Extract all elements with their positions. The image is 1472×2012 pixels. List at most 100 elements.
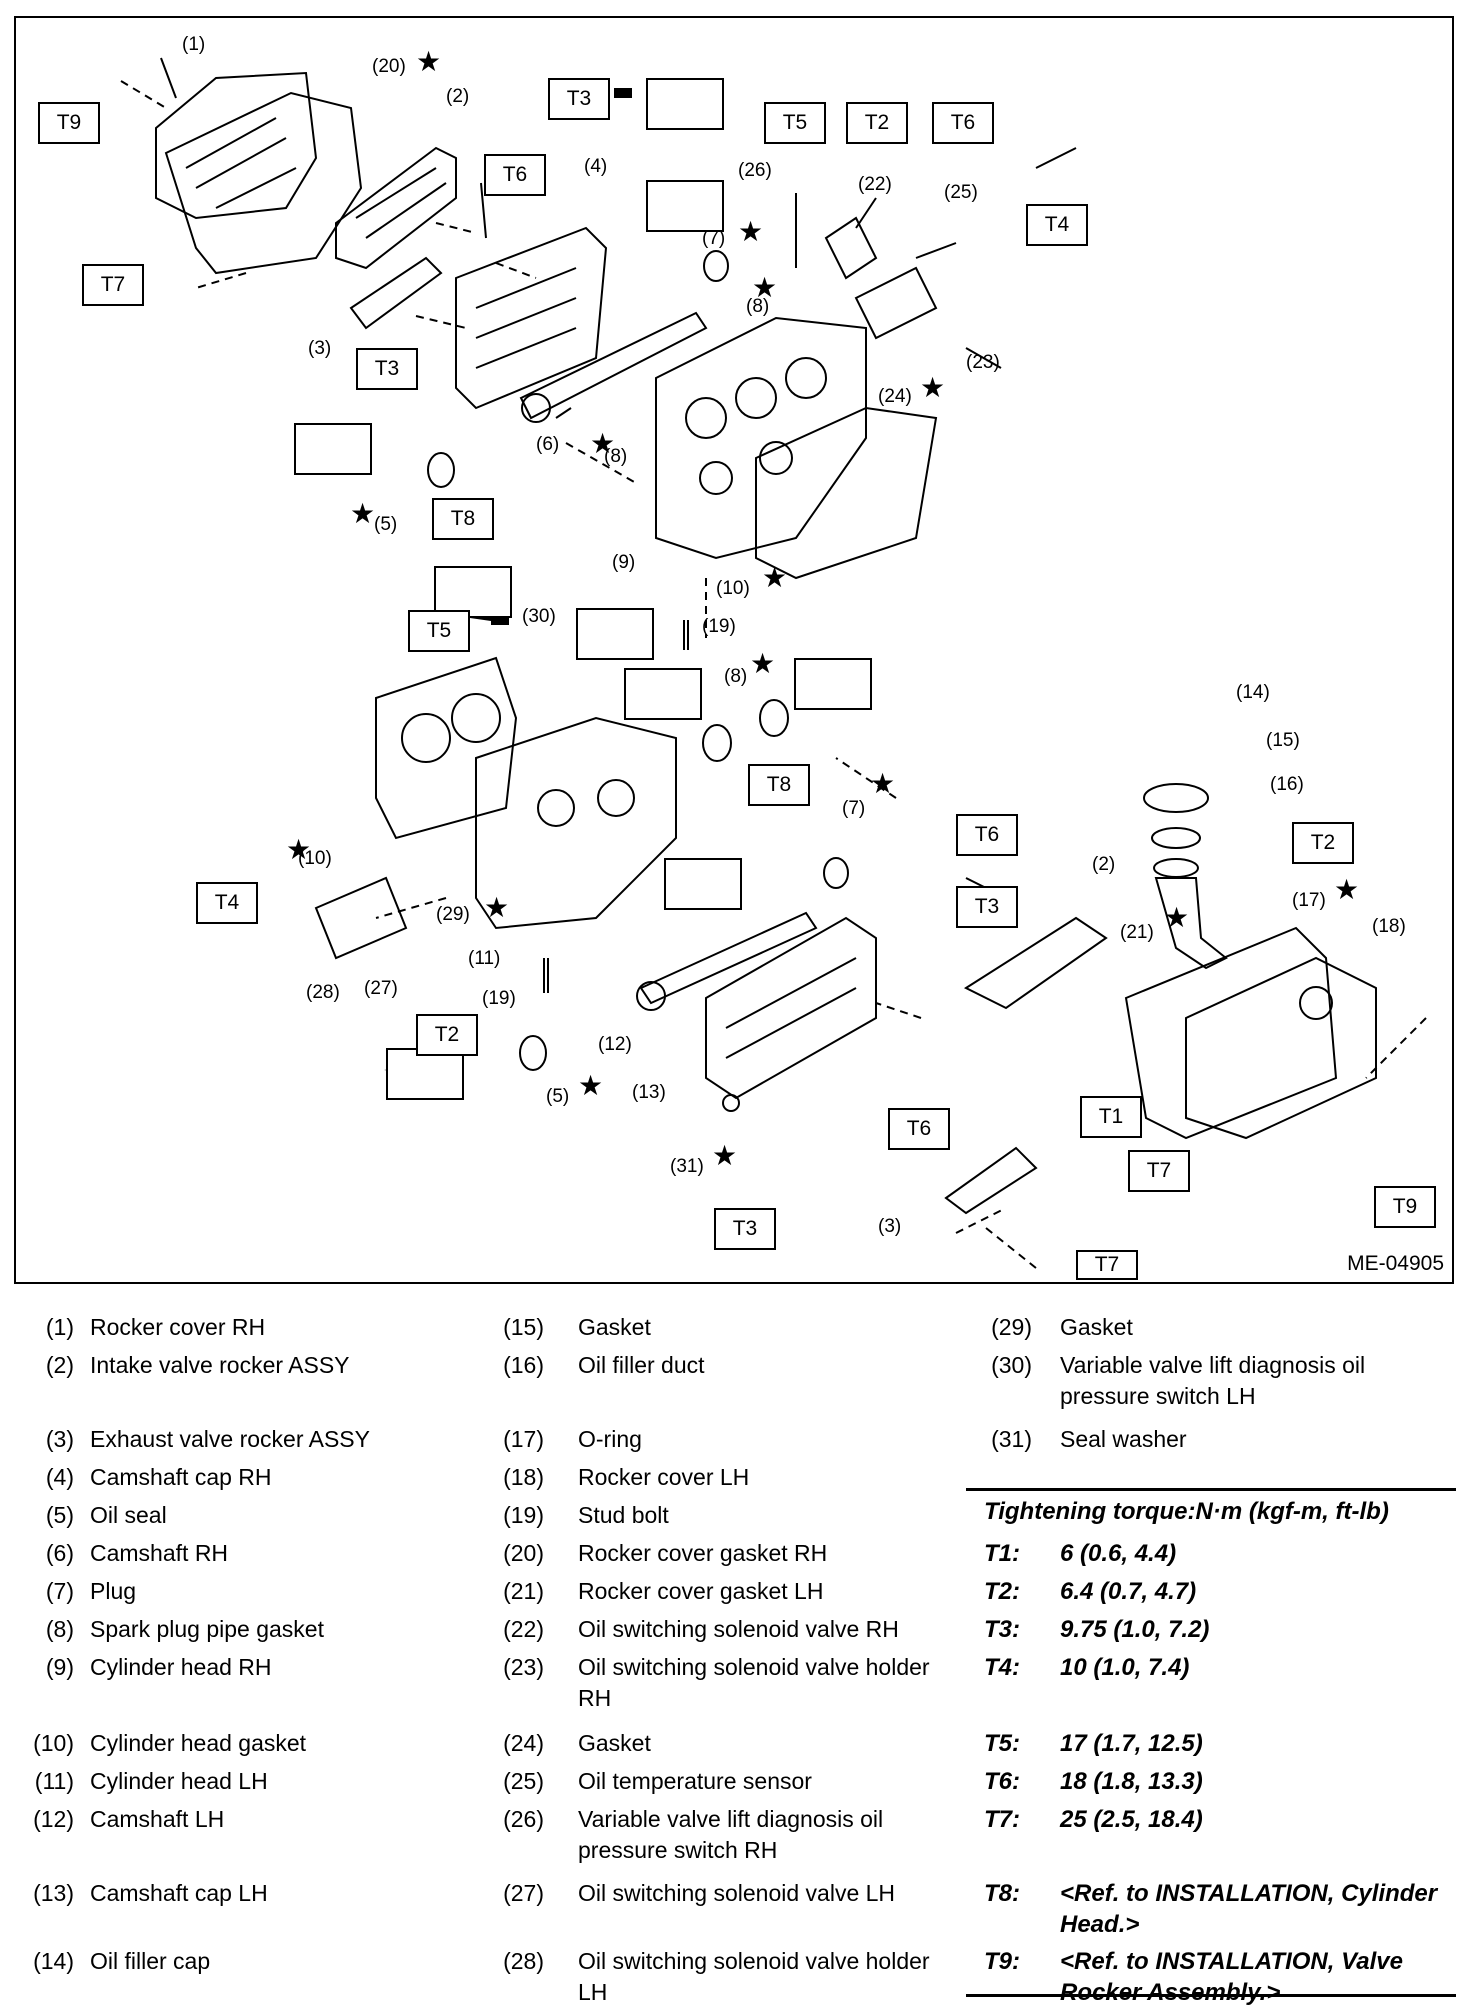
callout-19: (19) bbox=[482, 988, 516, 1009]
star-icon: ★ bbox=[712, 1140, 738, 1171]
rocker-cover-gasket-rh bbox=[164, 91, 363, 275]
callout-14: (14) bbox=[1236, 682, 1270, 703]
torque-box-t6: T6 bbox=[484, 154, 546, 196]
legend-item-number: (2) bbox=[45, 1352, 74, 1378]
legend-item-number: (26) bbox=[503, 1806, 544, 1832]
star-icon: ★ bbox=[350, 498, 376, 529]
torque-key: T4: bbox=[984, 1654, 1020, 1681]
oil-icon bbox=[624, 668, 702, 720]
legend-item-label: O-ring bbox=[578, 1426, 642, 1452]
legend-item-label: Rocker cover gasket RH bbox=[578, 1540, 828, 1566]
legend-item-number: (21) bbox=[503, 1578, 544, 1604]
camshaft-cap-rh bbox=[455, 226, 608, 410]
torque-box-t4: T4 bbox=[196, 882, 258, 924]
callout-10: (10) bbox=[716, 578, 750, 599]
torque-value: <Ref. to INSTALLATION, Valve Rocker Asse… bbox=[1060, 1948, 1403, 2006]
rocker-cover-gasket-lh bbox=[1124, 926, 1338, 1140]
legend-item-number: (11) bbox=[34, 1768, 74, 1794]
torque-key: T8: bbox=[984, 1880, 1020, 1907]
grease-icon bbox=[646, 78, 724, 130]
callout-29: (29) bbox=[436, 904, 470, 925]
torque-bottom-rule bbox=[966, 1994, 1456, 1997]
legend-item-number: (13) bbox=[33, 1880, 74, 1906]
cylinder-head-gasket-lh bbox=[375, 656, 518, 840]
camshaft-cap-lh bbox=[705, 916, 877, 1100]
torque-box-t2: T2 bbox=[1292, 822, 1354, 864]
callout-2: (2) bbox=[446, 86, 470, 107]
star-icon: ★ bbox=[738, 216, 764, 247]
torque-top-rule bbox=[966, 1488, 1456, 1491]
legend-item-label: Cylinder head RH bbox=[90, 1654, 272, 1680]
legend-item-number: (9) bbox=[45, 1654, 74, 1680]
star-icon: ★ bbox=[590, 428, 616, 459]
star-icon: ★ bbox=[578, 1070, 604, 1101]
torque-box-t3: T3 bbox=[356, 348, 418, 390]
legend-item-label: Oil switching solenoid valve holder LH bbox=[578, 1948, 930, 2005]
callout-31: (31) bbox=[670, 1156, 704, 1177]
oil-filler-duct bbox=[1154, 877, 1228, 970]
legend-item-label: Spark plug pipe gasket bbox=[90, 1616, 324, 1642]
callout-3: (3) bbox=[878, 1216, 902, 1237]
legend-item-number: (3) bbox=[45, 1426, 74, 1452]
torque-key: T3: bbox=[984, 1616, 1020, 1643]
callout-8: (8) bbox=[746, 296, 770, 317]
legend-item-label: Rocker cover RH bbox=[90, 1314, 266, 1340]
legend-item-number: (6) bbox=[45, 1540, 74, 1566]
legend-item-number: (5) bbox=[45, 1502, 74, 1528]
callout-9: (9) bbox=[612, 552, 636, 573]
callout-23: (23) bbox=[966, 352, 1000, 373]
legend-item-number: (12) bbox=[33, 1806, 74, 1832]
callout-28: (28) bbox=[306, 982, 340, 1003]
callout-1: (1) bbox=[182, 34, 206, 55]
torque-box-t7: T7 bbox=[1128, 1150, 1190, 1192]
torque-key: T9: bbox=[984, 1948, 1020, 1975]
callout-4: (4) bbox=[584, 156, 608, 177]
legend-item-label: Camshaft RH bbox=[90, 1540, 229, 1566]
legend-item-number: (22) bbox=[503, 1616, 544, 1642]
torque-box-t8: T8 bbox=[748, 764, 810, 806]
legend-item-label: Camshaft cap LH bbox=[90, 1880, 268, 1906]
legend-item-number: (19) bbox=[503, 1502, 544, 1528]
star-icon: ★ bbox=[1334, 874, 1360, 905]
callout-3: (3) bbox=[308, 338, 332, 359]
legend-item-number: (14) bbox=[33, 1948, 74, 1974]
star-icon: ★ bbox=[484, 892, 510, 923]
callout-17: (17) bbox=[1292, 890, 1326, 911]
oil-seal-rh bbox=[427, 452, 455, 488]
cylinder-head-gasket-rh bbox=[755, 406, 938, 580]
legend-item-label: Oil switching solenoid valve RH bbox=[578, 1616, 899, 1642]
star-icon: ★ bbox=[920, 372, 946, 403]
intake-rocker-rh bbox=[335, 146, 457, 270]
torque-box-t6: T6 bbox=[932, 102, 994, 144]
legend-item-number: (30) bbox=[991, 1352, 1032, 1378]
torque-value: 25 (2.5, 18.4) bbox=[1060, 1806, 1203, 1833]
solenoid-valve-rh bbox=[824, 216, 878, 280]
star-icon: ★ bbox=[750, 648, 776, 679]
torque-key: T1: bbox=[984, 1540, 1020, 1567]
legend-item-number: (23) bbox=[503, 1654, 544, 1680]
star-icon: ★ bbox=[1164, 902, 1190, 933]
legend-item-label: Gasket bbox=[1060, 1314, 1133, 1340]
torque-value: <Ref. to INSTALLATION, Cylinder Head.> bbox=[1060, 1880, 1438, 1938]
torque-key: T6: bbox=[984, 1768, 1020, 1795]
torque-value: 17 (1.7, 12.5) bbox=[1060, 1730, 1203, 1757]
torque-box-t6: T6 bbox=[956, 814, 1018, 856]
legend-item-number: (28) bbox=[503, 1948, 544, 1974]
seal-washer bbox=[722, 1094, 740, 1112]
legend-item-label: Oil filler cap bbox=[90, 1948, 211, 1974]
torque-box-t3: T3 bbox=[956, 886, 1018, 928]
callout-24: (24) bbox=[878, 386, 912, 407]
legend-item-label: Plug bbox=[90, 1578, 137, 1604]
legend-item-label: Oil seal bbox=[90, 1502, 167, 1528]
legend-item-label: Oil switching solenoid valve holder RH bbox=[578, 1654, 930, 1711]
figure-code: ME-04905 bbox=[1347, 1252, 1444, 1275]
legend-item-label: Rocker cover gasket LH bbox=[578, 1578, 824, 1604]
callout-10: (10) bbox=[298, 848, 332, 869]
torque-box-t7: T7 bbox=[82, 264, 144, 306]
legend-item-label: Gasket bbox=[578, 1730, 651, 1756]
torque-box-t7: T7 bbox=[1076, 1250, 1138, 1280]
legend-item-number: (4) bbox=[45, 1464, 74, 1490]
legend-item-number: (27) bbox=[503, 1880, 544, 1906]
solenoid-holder-lh bbox=[314, 876, 408, 960]
legend-item-number: (7) bbox=[45, 1578, 74, 1604]
